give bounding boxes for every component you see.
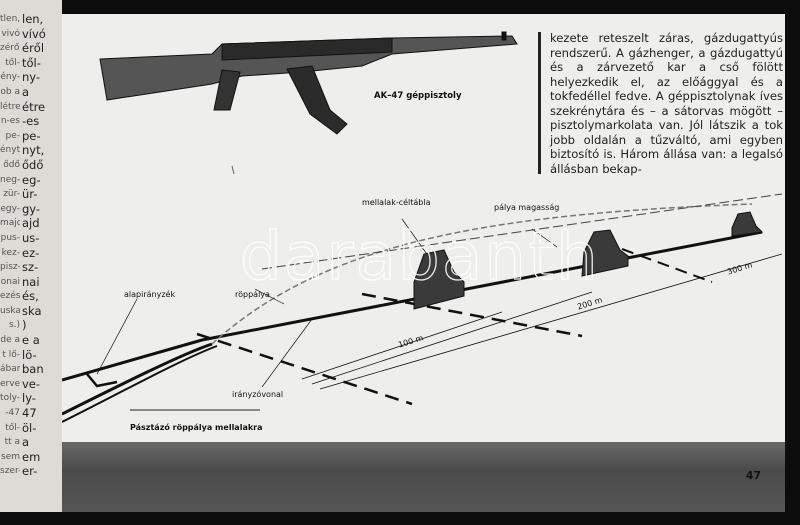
text-line: vivó (1, 28, 20, 39)
text-line: öl- (22, 420, 37, 435)
text-line: ban (22, 362, 44, 377)
text-line: nai (22, 274, 40, 289)
left-page-text-column-outer: tlen, vivó zéről től-ény-ob a létre n-es pe-én… (0, 12, 20, 479)
trajectory-curve (211, 203, 753, 345)
page-bottom-shadow (62, 442, 785, 512)
text-line: em (22, 449, 41, 464)
text-line: gy- (22, 201, 41, 216)
text-line: uska (0, 305, 20, 316)
text-marker-bar (538, 32, 541, 174)
label-trajectory: röppálya (235, 290, 270, 299)
text-line: szer- (0, 466, 20, 477)
text-line: onai (0, 276, 20, 287)
chest-target-silhouettes (413, 211, 764, 310)
text-line: ődő (3, 159, 20, 170)
text-line: től- (5, 57, 20, 68)
line-of-sight-line (62, 230, 763, 382)
text-line: majd (0, 218, 20, 229)
text-line: t lő- (2, 349, 20, 360)
label-target: mellalak-céltábla (362, 198, 431, 207)
text-line: a (22, 84, 30, 99)
text-line: ajd (22, 216, 40, 231)
label-base-sight: alapirányzék (124, 290, 176, 299)
text-line: ska (22, 303, 42, 318)
text-line: től- (22, 55, 41, 70)
text-line: zür- (3, 189, 20, 200)
text-line: pisz- (0, 262, 20, 273)
text-line: toly- (0, 393, 20, 404)
ak47-rifle-illustration (99, 31, 518, 135)
text-line: ényt, (0, 145, 20, 156)
page-number: 47 (745, 469, 761, 482)
text-line: n-es (0, 116, 20, 127)
text-line: étre (22, 99, 46, 114)
text-line: de a (0, 335, 20, 346)
text-line: és, (22, 289, 39, 304)
text-line: ny- (22, 70, 41, 85)
text-line: éről (22, 41, 45, 56)
text-line: 47 (22, 406, 37, 421)
text-line: eg- (22, 172, 41, 187)
text-line: ez- (22, 245, 40, 260)
target-100m (413, 249, 465, 310)
text-line: a (22, 435, 30, 450)
text-line: pus- (0, 232, 20, 243)
body-text: kezete reteszelt záras, gázdugattyús ren… (550, 31, 783, 176)
text-line: sem (1, 451, 20, 462)
trajectory-diagram (62, 193, 783, 423)
text-line: e a (22, 333, 40, 348)
text-line: -47 (5, 408, 20, 419)
trajectory-height-line (261, 193, 783, 270)
text-line: us- (22, 230, 40, 245)
text-line: ény- (0, 72, 20, 83)
text-line: től- (5, 422, 20, 433)
text-line: nyt, (22, 143, 45, 158)
illustration (62, 31, 783, 423)
label-trajectory-height: pálya magasság (494, 203, 560, 212)
text-line: vívó (22, 26, 46, 41)
target-200m (581, 229, 629, 277)
text-line: sz- (22, 260, 39, 275)
text-line: kez- (1, 247, 20, 258)
book-page: mellalak-céltábla pálya magasság alapirá… (62, 14, 785, 512)
text-line: -es (22, 114, 40, 129)
target-300m (731, 211, 764, 237)
text-line: ly- (22, 391, 36, 406)
text-line: s.) (8, 320, 20, 331)
text-line: zéről (0, 43, 20, 54)
text-line: ezés, (0, 291, 20, 302)
figure-caption: Pásztázó röppálya mellalakra (130, 423, 263, 432)
text-line: ür- (22, 187, 38, 202)
text-line: ődő (22, 157, 44, 172)
text-line: ) (22, 318, 27, 333)
text-line: tt a (4, 437, 20, 448)
label-line-of-sight: irányzóvonal (232, 390, 284, 399)
gun-caption: AK–47 géppisztoly (374, 91, 462, 101)
text-line: lö- (22, 347, 37, 362)
text-line: tlen, (0, 14, 20, 24)
text-line: ve- (22, 376, 41, 391)
text-line: er- (22, 464, 38, 479)
watermark: darabanth (239, 217, 600, 295)
text-line: len, (22, 12, 44, 26)
text-line: pe- (5, 130, 21, 141)
text-line: ob a (0, 86, 20, 97)
text-line: létre (0, 101, 20, 112)
text-line: egy- (0, 203, 20, 214)
text-line: neg- (0, 174, 20, 185)
text-line: ában (0, 364, 20, 375)
text-line: erve- (0, 378, 20, 389)
text-line: pe- (22, 128, 41, 143)
